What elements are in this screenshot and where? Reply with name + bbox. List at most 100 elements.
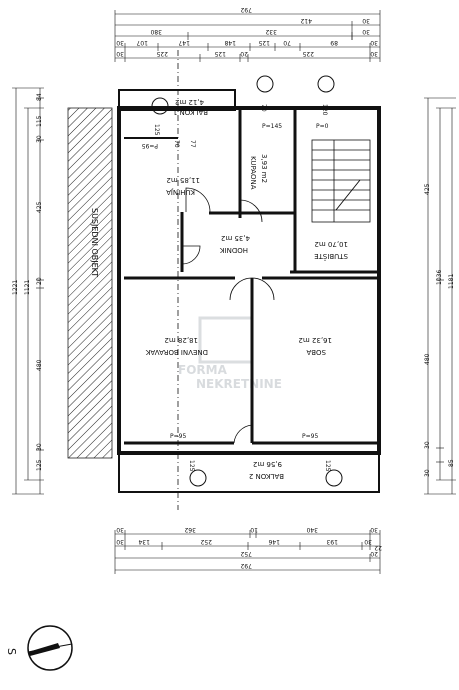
svg-text:480: 480 [424,353,431,365]
svg-text:30: 30 [370,526,378,533]
svg-text:252: 252 [200,538,212,545]
svg-text:30: 30 [116,39,124,46]
svg-text:22: 22 [374,544,382,551]
svg-text:147: 147 [178,39,190,46]
svg-text:115: 115 [36,115,43,127]
watermark: FORMA NEKRETNINE [178,316,282,391]
room-area-kupaona: 3,93 m2 [260,154,268,183]
room-area-hodnik: 4,35 m2 [221,234,250,242]
svg-text:89: 89 [330,39,338,46]
svg-text:412: 412 [300,17,312,24]
room-area-soba: 16,32 m2 [298,336,332,344]
room-area-dnevni: 18,28 m2 [164,336,198,344]
svg-text:332: 332 [265,28,277,35]
neighbor-building-hatch [67,107,113,459]
window-label: 120 [321,104,328,116]
svg-text:10: 10 [250,526,258,533]
svg-text:FORMA: FORMA [178,363,228,377]
window-markers [151,75,343,487]
window-labels: 125 70 120 125 125 77 70 [153,104,331,472]
compass: S [5,625,73,671]
svg-text:752: 752 [240,550,252,557]
svg-text:362: 362 [184,526,196,533]
svg-text:30: 30 [370,39,378,46]
svg-text:20: 20 [240,50,248,57]
svg-text:225: 225 [302,50,314,57]
svg-text:30: 30 [424,441,431,449]
svg-text:1221: 1221 [12,280,19,295]
svg-text:30: 30 [362,17,370,24]
svg-text:30: 30 [36,135,43,143]
svg-text:340: 340 [306,526,318,533]
svg-text:84: 84 [36,93,43,101]
window-label: 125 [188,460,195,472]
svg-text:146: 146 [268,538,280,545]
compass-letter: S [5,648,18,655]
svg-text:1036: 1036 [436,270,443,285]
svg-text:30: 30 [424,469,431,477]
compass-needle [28,643,60,656]
svg-text:30: 30 [116,526,124,533]
svg-text:30: 30 [370,50,378,57]
svg-text:380: 380 [150,28,162,35]
level-kupaona: P=145 [262,123,282,130]
svg-text:30: 30 [116,538,124,545]
svg-text:125: 125 [214,50,226,57]
dimension-labels-bottom: 30 362 10 340 30 30 134 252 146 193 30 2… [116,526,382,569]
compass-circle [27,625,73,671]
staircase [311,139,371,223]
room-area-stubiste: 10,70 m2 [314,240,348,248]
svg-text:148: 148 [224,39,236,46]
dimensions-bottom [114,530,381,574]
dimensions-right [424,97,456,495]
room-area-balkon1: 4,12 m2 [175,98,204,106]
level-soba: P=95 [302,433,318,440]
svg-text:425: 425 [36,201,43,213]
svg-text:1181: 1181 [448,274,455,289]
room-name-soba: SOBA [306,348,326,356]
svg-text:20: 20 [370,550,378,557]
dimension-labels-left: 1221 1121 84 115 30 425 20 480 30 125 [12,93,43,471]
room-name-dnevni: DNEVNI BORAVAK [145,348,208,356]
level-stubiste: P=0 [316,123,329,130]
window-label: 77 [189,140,196,148]
neighbor-building-label: SUSJEDNI OBJEKT [90,208,99,277]
svg-text:NEKRETNINE: NEKRETNINE [196,377,282,391]
window-label: 70 [260,104,267,112]
svg-text:70: 70 [283,39,291,46]
room-area-balkon2: 9,56 m2 [253,460,282,468]
svg-text:480: 480 [36,359,43,371]
doors [181,187,275,444]
level-dnevni: P=95 [170,433,186,440]
room-area-kuhinja: 11,85 m2 [166,176,200,184]
svg-text:30: 30 [36,443,43,451]
dimensions-top [114,10,381,62]
svg-text:85: 85 [448,459,455,467]
svg-text:30: 30 [116,50,124,57]
dimension-labels-top: 792 412 30 380 332 30 30 107 147 148 125… [116,6,378,57]
svg-text:193: 193 [326,538,338,545]
svg-text:792: 792 [240,562,252,569]
svg-text:125: 125 [36,459,43,471]
window-label: 125 [324,460,331,472]
room-name-balkon1: BALKON 1 [173,108,208,116]
walls [117,89,381,493]
svg-text:425: 425 [424,183,431,195]
svg-text:125: 125 [258,39,270,46]
svg-text:792: 792 [240,6,252,13]
window-label: 70 [173,140,180,148]
svg-text:134: 134 [138,538,150,545]
room-name-kupaona: KUPAONA [249,156,257,190]
dimension-labels-right: 1181 1036 425 480 30 85 30 [424,183,455,477]
svg-text:225: 225 [156,50,168,57]
svg-text:1121: 1121 [24,280,31,295]
room-name-hodnik: HODNIK [220,246,248,254]
dimensions-left [12,87,44,495]
room-name-balkon2: BALKON 2 [249,472,284,480]
room-name-kuhinja: KUHINJA [166,188,195,196]
window-label: 125 [153,124,160,136]
svg-text:107: 107 [136,39,148,46]
level-kuhinja: P=95 [142,142,158,149]
svg-text:30: 30 [364,538,372,545]
